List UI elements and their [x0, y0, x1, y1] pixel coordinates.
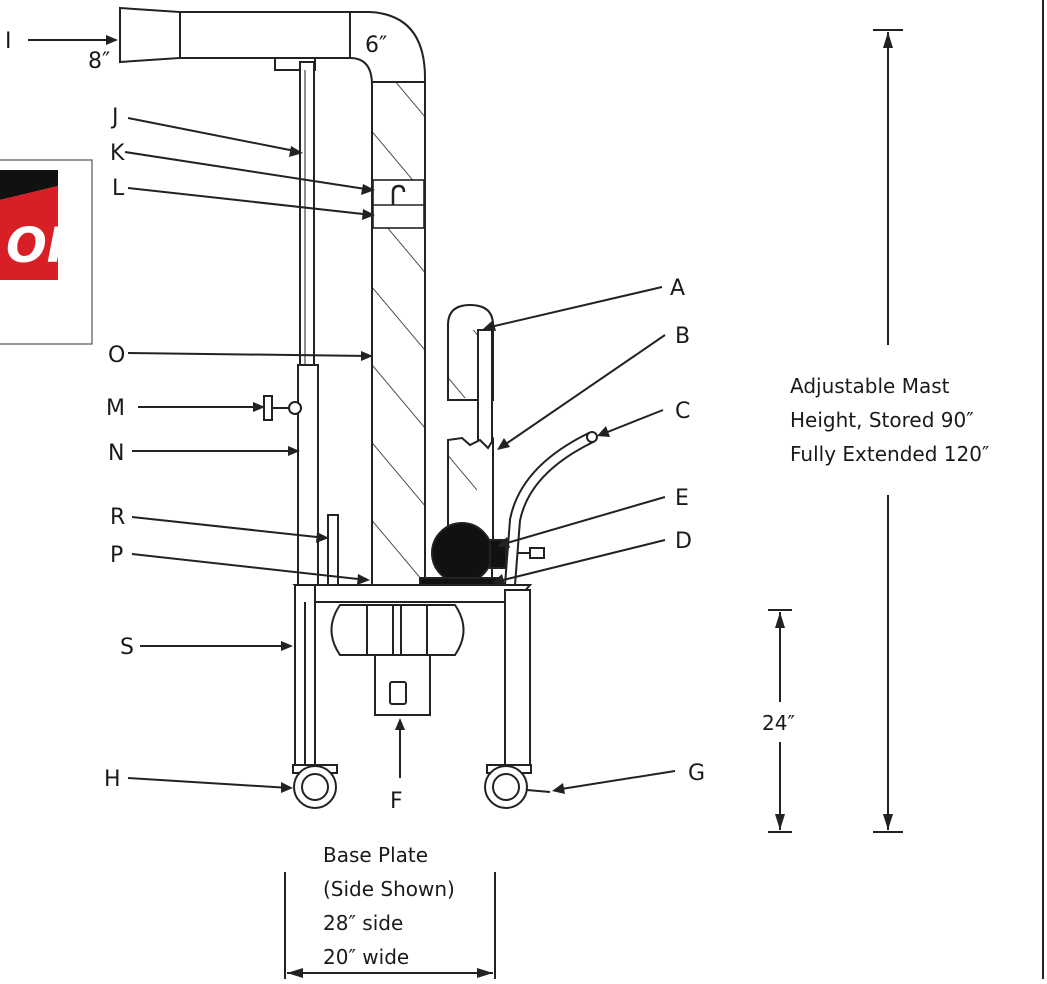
letter-labels: I J K L O M N R P S H F A B C E D G [5, 29, 705, 814]
clamp-knob [263, 395, 302, 421]
mast-note-line2: Height, Stored 90″ [790, 408, 974, 432]
duct-elbow-size: 6″ [365, 33, 387, 58]
mast-note-line1: Adjustable Mast [790, 374, 950, 398]
hose-band [372, 179, 425, 229]
base-note-line3: 28″ side [323, 911, 403, 935]
blower-housing [330, 604, 465, 716]
label-g: G [688, 761, 705, 786]
label-o: O [108, 343, 125, 368]
callouts [28, 35, 676, 794]
mast [274, 57, 319, 586]
logo-text: OR [6, 218, 84, 274]
label-b: B [675, 324, 690, 349]
base-height-dimension [768, 609, 792, 833]
caster-right [484, 764, 551, 809]
base-note-line2: (Side Shown) [323, 877, 455, 901]
duct-inlet-size: 8″ [88, 49, 110, 74]
base-height-label: 24″ [762, 711, 795, 735]
label-c: C [675, 399, 690, 424]
caster-left [292, 764, 338, 809]
base-note-line4: 20″ wide [323, 945, 409, 969]
label-p: P [110, 543, 123, 568]
label-r: R [110, 505, 125, 530]
label-e: E [675, 486, 689, 511]
label-d: D [675, 529, 692, 554]
mast-height-dimension [873, 29, 903, 833]
cart-base [292, 584, 533, 766]
base-plate-note: Base Plate (Side Shown) 28″ side 20″ wid… [323, 843, 455, 969]
label-m: M [106, 396, 125, 421]
label-k: K [110, 141, 125, 166]
support-rod [327, 514, 339, 586]
label-a: A [670, 276, 685, 301]
base-plate-dimension [284, 872, 496, 979]
motor [419, 522, 545, 587]
label-s: S [120, 635, 134, 660]
label-n: N [108, 441, 124, 466]
label-i: I [5, 29, 12, 54]
flex-hose-hatch [373, 83, 424, 585]
label-l: L [112, 176, 125, 201]
label-f: F [390, 789, 403, 814]
mast-height-note: Adjustable Mast Height, Stored 90″ Fully… [790, 374, 989, 466]
brand-logo: OR [0, 159, 93, 345]
label-h: H [104, 767, 121, 792]
mast-note-line3: Fully Extended 120″ [790, 442, 989, 466]
hook [391, 184, 406, 205]
label-j: J [110, 105, 119, 130]
base-note-line1: Base Plate [323, 843, 428, 867]
